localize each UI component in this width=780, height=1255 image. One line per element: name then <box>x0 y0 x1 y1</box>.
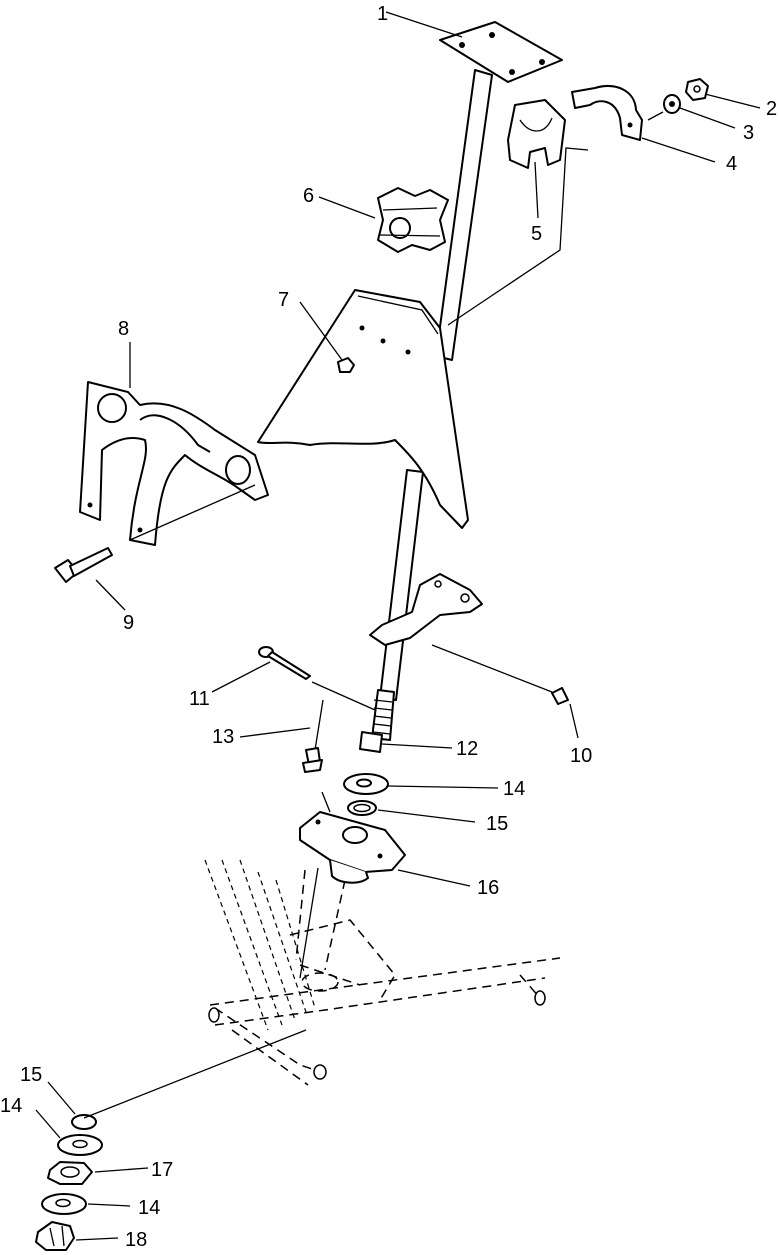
callout-6: 6 <box>303 185 314 207</box>
callout-12: 12 <box>456 738 478 760</box>
callout-14b: 14 <box>0 1095 22 1117</box>
callout-4: 4 <box>726 153 737 175</box>
bolt <box>54 547 113 583</box>
lower-hardware-stack <box>35 1114 103 1251</box>
lower-bearing-block <box>299 811 406 884</box>
callout-labels: 1 2 3 4 5 6 7 8 9 10 11 12 13 14 15 16 1… <box>0 3 777 1251</box>
callout-15a: 15 <box>486 813 508 835</box>
cotter-pin <box>258 646 311 680</box>
callout-17: 17 <box>151 1159 173 1181</box>
callout-9: 9 <box>123 612 134 634</box>
leader-lines <box>35 11 761 1241</box>
callout-10: 10 <box>570 745 592 767</box>
block-bushing <box>377 187 449 253</box>
upper-washers <box>343 773 389 816</box>
callout-2: 2 <box>766 98 777 120</box>
handlebar-bracket <box>79 381 269 546</box>
nut-and-washer <box>647 78 709 121</box>
callout-15b: 15 <box>20 1064 42 1086</box>
callout-13: 13 <box>212 726 234 748</box>
callout-14c: 14 <box>138 1197 160 1219</box>
callout-8: 8 <box>118 318 129 340</box>
callout-18: 18 <box>125 1229 147 1251</box>
steering-shroud-panel <box>257 289 469 529</box>
split-bushing-block <box>507 99 566 169</box>
strap-clamp <box>571 85 643 141</box>
callout-1: 1 <box>377 3 388 25</box>
steering-post <box>359 21 563 753</box>
callout-3: 3 <box>743 122 754 144</box>
pivot-bracket <box>369 573 483 646</box>
callout-5: 5 <box>531 223 542 245</box>
callout-7: 7 <box>278 289 289 311</box>
pin-fitting <box>302 699 324 773</box>
chassis-frame-dashed <box>204 859 561 1086</box>
callout-14a: 14 <box>503 778 525 800</box>
small-clip <box>551 687 569 705</box>
callout-16: 16 <box>477 877 499 899</box>
callout-11: 11 <box>189 688 210 710</box>
